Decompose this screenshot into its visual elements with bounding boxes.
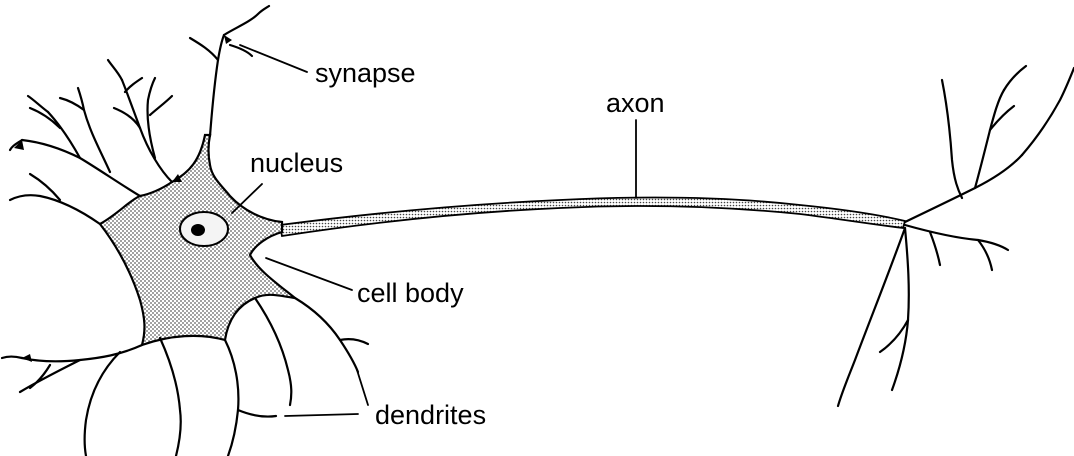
- dendrites-lower-right: [225, 298, 368, 456]
- dendrites-leader-lower: [285, 414, 358, 416]
- synapse-label: synapse: [315, 58, 416, 88]
- dendrites-left: [10, 174, 100, 224]
- synapse-leader: [240, 45, 307, 72]
- nucleus-label: nucleus: [250, 148, 343, 178]
- dendrites-leader-upper: [357, 370, 368, 405]
- dendrites-top: [190, 6, 269, 136]
- dendrites-label: dendrites: [375, 400, 486, 430]
- nucleolus-shape: [191, 224, 205, 236]
- cell-body-label: cell body: [357, 278, 464, 308]
- axon-label: axon: [606, 88, 665, 118]
- axon-terminal: [838, 66, 1074, 406]
- synapse-knob-icon: [22, 354, 32, 362]
- axon-shape: [280, 197, 905, 236]
- synapse-knob-icon: [224, 35, 232, 44]
